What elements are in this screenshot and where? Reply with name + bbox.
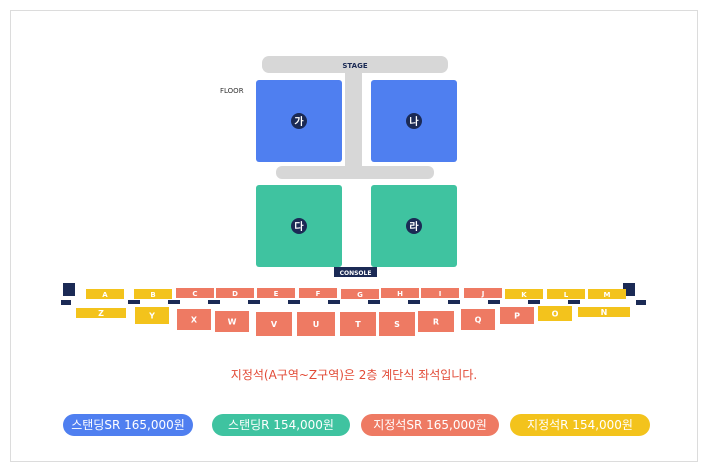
floor-section-label: 가	[294, 115, 304, 128]
upper-section-label: H	[397, 290, 403, 298]
floor-section-label: 나	[409, 115, 419, 128]
legend-item-4: 지정석R 154,000원	[510, 414, 650, 436]
lower-section-label: Y	[148, 312, 155, 321]
gate-tag	[568, 300, 580, 304]
gate-tag	[328, 300, 340, 304]
lower-section-N[interactable]	[578, 307, 630, 317]
upper-section-label: C	[192, 290, 197, 298]
lower-section-label: X	[191, 316, 198, 325]
lower-section-label: Q	[475, 316, 482, 325]
floor-section-badge	[406, 218, 422, 234]
lower-section-label: S	[394, 320, 400, 329]
seat-note: 지정석(A구역~Z구역)은 2층 계단식 좌석입니다.	[230, 368, 478, 382]
floor-label: FLOOR	[220, 87, 244, 95]
gate-tag	[288, 300, 300, 304]
upper-section-label: I	[439, 290, 442, 298]
gate-tag	[448, 300, 460, 304]
gate-tag	[168, 300, 180, 304]
runway	[345, 70, 362, 168]
floor-section-badge	[291, 113, 307, 129]
left-gate-mark	[61, 300, 71, 305]
gate-tag	[528, 300, 540, 304]
upper-section-label: G	[357, 291, 363, 299]
lower-section-O[interactable]	[538, 306, 572, 321]
upper-section-A[interactable]	[86, 289, 124, 299]
right-gate-mark	[636, 300, 646, 305]
lower-section-S[interactable]	[379, 312, 415, 336]
stage-bar	[262, 56, 448, 73]
upper-section-label: E	[274, 290, 279, 298]
upper-section-label: D	[232, 290, 238, 298]
upper-section-L[interactable]	[547, 289, 585, 299]
lower-section-label: N	[601, 308, 608, 317]
upper-section-label: M	[604, 291, 611, 299]
floor-section-badge	[406, 113, 422, 129]
upper-section-label: B	[150, 291, 155, 299]
upper-section-label: A	[102, 291, 108, 299]
gate-tag	[248, 300, 260, 304]
lower-section-label: T	[355, 320, 361, 329]
floor-section-badge	[291, 218, 307, 234]
lower-section-P[interactable]	[500, 307, 534, 324]
floor-section-label: 라	[409, 220, 419, 233]
lower-section-Z[interactable]	[76, 308, 126, 318]
runway-end	[276, 166, 434, 179]
stage-label: STAGE	[342, 62, 367, 70]
upper-section-M[interactable]	[588, 289, 626, 299]
upper-section-H[interactable]	[381, 288, 419, 298]
lower-section-label: P	[514, 312, 520, 321]
upper-section-G[interactable]	[341, 289, 379, 299]
upper-section-B[interactable]	[134, 289, 172, 299]
console-box	[334, 267, 377, 277]
gate-tag	[208, 300, 220, 304]
lower-section-X[interactable]	[177, 309, 211, 330]
lower-section-label: Z	[98, 309, 104, 318]
lower-section-R[interactable]	[418, 311, 454, 332]
upper-section-label: J	[481, 290, 485, 298]
lower-section-Q[interactable]	[461, 309, 495, 330]
gate-tag	[368, 300, 380, 304]
lower-section-label: V	[271, 320, 278, 329]
lower-section-W[interactable]	[215, 311, 249, 332]
gate-tag	[408, 300, 420, 304]
upper-section-E[interactable]	[257, 288, 295, 298]
gate-tag	[488, 300, 500, 304]
upper-section-K[interactable]	[505, 289, 543, 299]
upper-section-label: L	[564, 291, 569, 299]
upper-section-label: K	[521, 291, 527, 299]
upper-section-I[interactable]	[421, 288, 459, 298]
lower-section-label: W	[228, 318, 237, 327]
upper-section-C[interactable]	[176, 288, 214, 298]
upper-section-F[interactable]	[299, 288, 337, 298]
upper-section-J[interactable]	[464, 288, 502, 298]
lower-section-Y[interactable]	[135, 307, 169, 324]
legend-item-1: 스탠딩SR 165,000원	[63, 414, 193, 436]
gate-tag	[128, 300, 140, 304]
left-marker-box	[63, 283, 75, 296]
lower-section-label: R	[433, 318, 439, 327]
lower-section-label: U	[313, 320, 320, 329]
legend-item-2: 스탠딩R 154,000원	[212, 414, 350, 436]
legend-item-3: 지정석SR 165,000원	[361, 414, 499, 436]
lower-section-label: O	[552, 310, 559, 319]
lower-section-T[interactable]	[340, 312, 376, 336]
upper-section-label: F	[316, 290, 321, 298]
console-label: CONSOLE	[340, 270, 372, 277]
upper-section-D[interactable]	[216, 288, 254, 298]
floor-section-label: 다	[294, 220, 304, 233]
lower-section-U[interactable]	[297, 312, 335, 336]
lower-section-V[interactable]	[256, 312, 292, 336]
